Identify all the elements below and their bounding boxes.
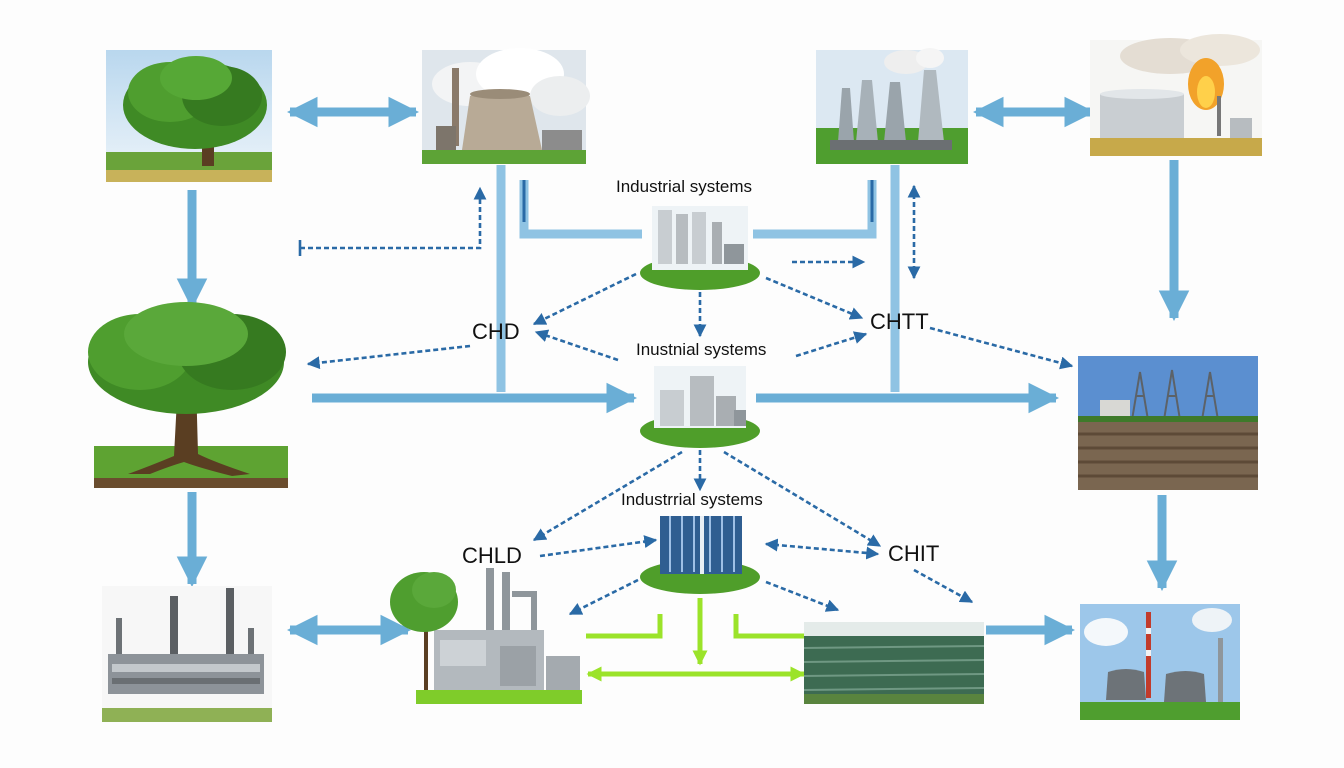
pipe-top-right — [753, 180, 877, 239]
solid-arrows — [176, 96, 1190, 646]
label-chtt: CHTT — [870, 309, 929, 334]
dash-chtt-to-field — [929, 326, 1074, 370]
dash-top-to-chd — [532, 272, 637, 326]
dash-bottom-chit — [764, 538, 880, 560]
green-right-elbow — [733, 614, 806, 639]
dashed-arrows — [298, 184, 1074, 616]
dash-bottom-to-greenfactory — [568, 578, 639, 616]
tree-icon — [106, 50, 272, 182]
label-industrial-top: Industrial systems — [616, 177, 753, 196]
storage-tanks-icon-top — [640, 206, 760, 290]
dash-bracket-top — [300, 186, 487, 250]
label-chld: CHLD — [462, 543, 522, 568]
green-left-elbow — [586, 614, 663, 639]
green-factory-icon — [390, 568, 582, 704]
dash-mid-to-chd — [534, 329, 619, 362]
big-tree-icon — [88, 302, 288, 488]
refinery-flare-icon — [1090, 34, 1262, 156]
label-chit: CHIT — [888, 541, 940, 566]
label-industrial-bottom: Industrrial systems — [621, 490, 763, 509]
dash-bottom-to-solar — [765, 580, 840, 612]
dash-chit-to-station — [913, 568, 974, 604]
label-chd: CHD — [472, 319, 520, 344]
dash-chd-to-bigtree — [306, 344, 471, 370]
transmission-field-icon — [1078, 356, 1258, 490]
dash-top-to-chtt — [765, 276, 864, 320]
industrial-plant-icon — [102, 586, 272, 722]
storage-tanks-icon-mid — [640, 366, 760, 448]
dash-chld-to-bottom — [539, 535, 658, 558]
dash-mid-to-chld — [532, 450, 683, 542]
dash-mid-to-chtt — [795, 331, 868, 358]
label-industrial-mid: Inustnial systems — [636, 340, 767, 359]
office-building-icon — [640, 516, 760, 594]
power-plant-icon — [816, 48, 968, 164]
green-arrows — [586, 598, 806, 682]
solar-farm-icon — [803, 622, 985, 704]
cooling-tower-icon — [422, 48, 590, 164]
power-station-icon — [1080, 604, 1240, 720]
dash-mid-to-chit — [723, 450, 882, 548]
